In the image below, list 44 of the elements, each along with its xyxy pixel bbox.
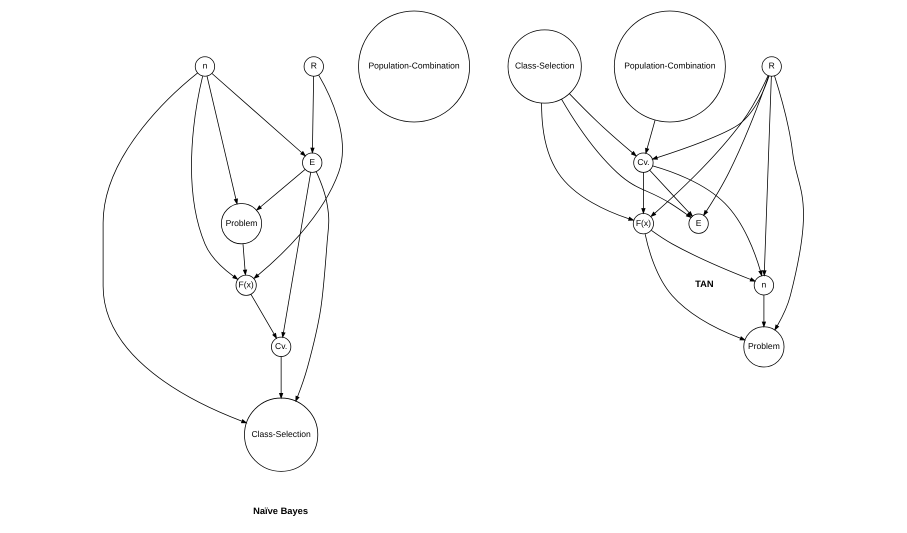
arrow [541, 102, 635, 221]
arrow [295, 171, 330, 402]
node-circle: F(x) [236, 274, 257, 296]
arrow [256, 169, 306, 211]
arrow [102, 72, 248, 424]
arrow [281, 172, 312, 338]
arrow [650, 75, 768, 218]
arrow [561, 98, 692, 218]
node-circle: Class-Selection [244, 398, 318, 472]
node-circle: Problem [743, 326, 784, 368]
arrow [645, 120, 656, 154]
arrow [651, 230, 756, 282]
arrow [253, 74, 343, 279]
arrow [652, 165, 762, 277]
arrow [651, 76, 770, 160]
arrow [242, 244, 248, 276]
arrow [762, 76, 772, 277]
node-circle: Cv. [633, 152, 654, 173]
node-circle: E [302, 152, 322, 173]
arrow [310, 76, 315, 154]
arrow [644, 234, 746, 340]
node-circle: Class-Selection [508, 29, 582, 104]
label: TAN [695, 278, 714, 289]
node-circle: Cv. [271, 336, 292, 357]
node-circle: R [304, 56, 324, 77]
node-circle: Population-Combination [614, 10, 726, 122]
arrow [703, 76, 770, 216]
arrow [569, 93, 637, 157]
arrow [250, 294, 278, 340]
arrow [191, 76, 239, 280]
node-circle: n [754, 275, 774, 296]
arrow [206, 76, 238, 205]
node-circle: R [762, 56, 782, 77]
arrow [649, 170, 694, 218]
node-circle: E [688, 214, 709, 234]
node-circle: n [194, 56, 216, 77]
arrow [212, 73, 306, 157]
arrow [762, 294, 766, 328]
arrow [774, 76, 804, 331]
arrow [641, 172, 646, 214]
node-circle: Population-Combination [358, 10, 470, 122]
arrow [278, 356, 284, 400]
node-circle: F(x) [632, 213, 654, 234]
label: Naïve Bayes [253, 506, 308, 516]
